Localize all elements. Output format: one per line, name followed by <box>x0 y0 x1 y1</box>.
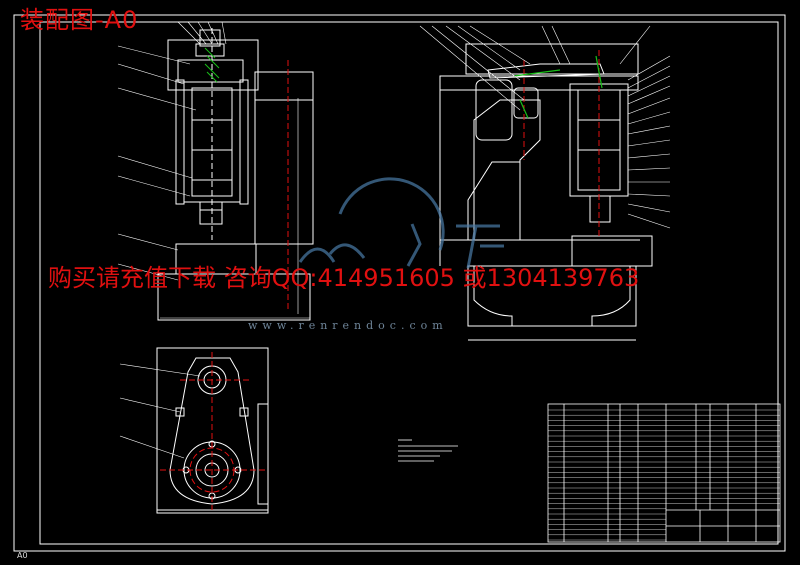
technical-notes <box>398 439 458 462</box>
side-view-red-centerlines <box>523 50 600 236</box>
parts-list-rows <box>548 409 780 541</box>
purchase-banner: 购买请充值下载 咨询QQ:414951605 或1304139763 <box>48 264 640 292</box>
top-view-leaders <box>119 363 201 459</box>
side-view <box>439 43 653 341</box>
side-view-green-parts <box>513 55 603 119</box>
side-view-leaders <box>419 25 671 229</box>
watermark-url: www.renrendoc.com <box>248 319 448 332</box>
drawing-title: 装配图-A0 <box>20 6 139 34</box>
drawing-border <box>13 14 786 552</box>
watermark-logo <box>298 177 504 269</box>
front-view-leaders <box>117 21 310 319</box>
top-view-red-centerlines <box>160 352 266 510</box>
sheet-size-tag: A0 <box>17 551 28 560</box>
parts-list-table <box>547 403 781 543</box>
front-view-hatching <box>204 47 220 83</box>
front-view <box>157 28 314 321</box>
